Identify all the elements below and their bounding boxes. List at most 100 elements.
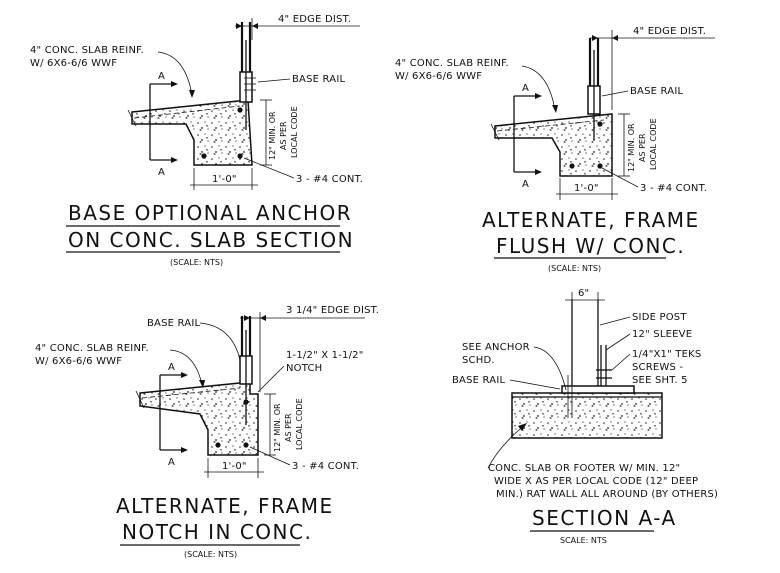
width-label: 1'-0" (212, 174, 237, 185)
scale-note: (SCALE: NTS) (170, 258, 223, 267)
base-rail-label: BASE RAIL (630, 86, 683, 97)
depth-label: LOCAL CODE (649, 118, 658, 170)
teks-label: SEE SHT. 5 (632, 375, 688, 386)
arrowhead (612, 35, 618, 41)
arrowhead (260, 315, 266, 321)
section-mark-a: A (522, 179, 529, 190)
slab-concrete (511, 392, 663, 439)
slab-footing-concrete (494, 113, 613, 177)
leader-line (157, 51, 193, 96)
footer-note: MIN.) RAT WALL ALL AROUND (BY OTHERS) (496, 489, 718, 500)
detail-title: ON CONC. SLAB SECTION (68, 228, 354, 252)
rebar-dot (201, 153, 207, 159)
dimension-label: 6" (578, 288, 589, 299)
slab-footing-concrete (139, 381, 259, 456)
rebar-dot (597, 121, 603, 127)
base-rail-label: BASE RAIL (147, 318, 200, 329)
section-mark-a: A (158, 167, 165, 178)
anchor-label: SEE ANCHOR (462, 342, 530, 353)
sleeve-label: 12" SLEEVE (632, 329, 692, 340)
rebar-dot (243, 442, 249, 448)
rebar-dot (237, 153, 243, 159)
depth-label: AS PER (279, 121, 288, 150)
anchor-label: SCHD. (462, 355, 495, 366)
reinforcement-mesh (496, 119, 605, 132)
depth-label: AS PER (284, 413, 293, 442)
detail-title: SECTION A-A (532, 506, 677, 530)
leader-line (257, 78, 291, 83)
section-mark-a: A (158, 71, 165, 82)
slab-break-line (490, 123, 500, 141)
leader-line (605, 333, 631, 351)
edge-dist-label: 4" EDGE DIST. (633, 26, 706, 37)
teks-label: SCREWS - (632, 362, 683, 373)
rebar-dot (237, 107, 243, 113)
notch-label: 1-1/2" X 1-1/2" (286, 350, 364, 361)
leader-line (521, 65, 556, 111)
leader-line (599, 316, 631, 326)
rebar-label: 3 - #4 CONT. (640, 183, 707, 194)
depth-label: LOCAL CODE (290, 106, 299, 158)
detail-section-a-a: 6" SIDE POST 12" SLEEVE 1/4"X1" TEKS SCR… (452, 288, 718, 545)
base-rail (561, 385, 635, 394)
slab-note-line2: W/ 6X6-6/6 WWF (30, 58, 117, 69)
edge-dist-label: 3 1/4" EDGE DIST. (286, 305, 379, 316)
reinforcement-mesh (133, 105, 241, 119)
arrowhead (552, 105, 558, 113)
detail-frame-notch: 3 1/4" EDGE DIST. BASE RAIL 4" CONC. SLA… (35, 305, 379, 559)
slab-note-line1: 4" CONC. SLAB REINF. (30, 45, 144, 56)
arrowhead (244, 315, 250, 321)
scale-note: SCALE: NTS (560, 536, 607, 545)
leader-line (249, 446, 291, 466)
detail-title: ALTERNATE, FRAME (116, 494, 334, 518)
leader-line (199, 322, 241, 361)
width-label: 1'-0" (574, 183, 599, 194)
arrowhead (171, 81, 178, 87)
rebar-label: 3 - #4 CONT. (296, 174, 363, 185)
scale-note: (SCALE: NTS) (184, 550, 237, 559)
base-rail-label: BASE RAIL (452, 375, 505, 386)
leader-line (601, 167, 639, 188)
arrowhead (518, 423, 527, 431)
depth-label: AS PER (638, 133, 647, 162)
detail-title: ALTERNATE, FRAME (482, 208, 700, 232)
slab-note-line2: W/ 6X6-6/6 WWF (35, 356, 122, 367)
arrowhead (181, 372, 188, 378)
reinforcement-mesh (141, 387, 241, 399)
detail-base-optional-anchor: 4" EDGE DIST. 4" CONC. SLAB REINF. W/ 6X… (30, 14, 363, 267)
section-mark-a: A (168, 457, 175, 468)
arrowhead (236, 23, 242, 29)
detail-title: NOTCH IN CONC. (122, 520, 312, 544)
arrowhead (181, 447, 188, 453)
footer-note: WIDE X AS PER LOCAL CODE (12" DEEP (494, 476, 698, 487)
depth-label: LOCAL CODE (295, 398, 304, 450)
leader-line (611, 353, 631, 371)
rebar-dot (569, 163, 575, 169)
slab-break-line (135, 390, 145, 409)
side-post-label: SIDE POST (632, 312, 687, 323)
arrowhead (171, 157, 178, 163)
arrowhead (189, 90, 195, 98)
leader-line (243, 157, 295, 179)
scale-note: (SCALE: NTS) (548, 264, 601, 273)
detail-title: BASE OPTIONAL ANCHOR (68, 201, 352, 225)
slab-break-line (127, 109, 137, 127)
base-rail-label: BASE RAIL (292, 74, 345, 85)
slab-note-line2: W/ 6X6-6/6 WWF (395, 71, 482, 82)
section-mark-a: A (168, 362, 175, 373)
section-mark-a: A (522, 83, 529, 94)
width-label: 1'-0" (222, 461, 247, 472)
arrowhead (252, 23, 258, 29)
arrowhead (535, 169, 542, 175)
leader-line (509, 379, 561, 390)
slab-note-line1: 4" CONC. SLAB REINF. (395, 58, 509, 69)
footer-note: CONC. SLAB OR FOOTER W/ MIN. 12" (488, 463, 680, 474)
arrowhead (592, 35, 598, 41)
edge-dist-label: 4" EDGE DIST. (278, 14, 351, 25)
detail-frame-flush: 4" EDGE DIST. 4" CONC. SLAB REINF. W/ 6X… (395, 26, 715, 273)
rebar-label: 3 - #4 CONT. (292, 461, 359, 472)
arrowhead (535, 93, 542, 99)
leader-line (533, 346, 567, 391)
slab-footing-concrete (131, 99, 253, 166)
